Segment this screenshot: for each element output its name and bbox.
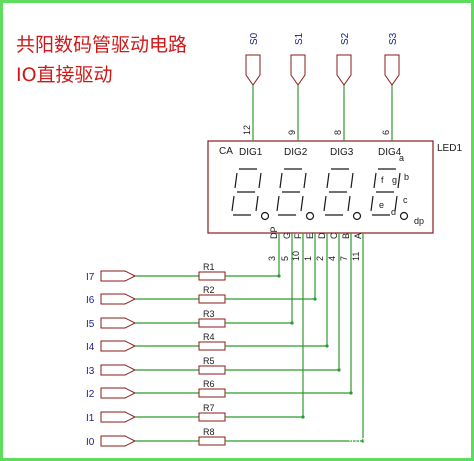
segment-pin-g: G5 [280,232,293,323]
svg-text:B: B [341,233,351,239]
digit-glyph-1 [231,168,270,221]
segment-letter-e: e [379,200,384,210]
common-anode-label: CA [219,146,233,157]
display-body [207,140,434,234]
segment-letter-c: c [403,195,408,205]
digit-glyph-4 [370,168,409,221]
svg-text:E: E [305,233,315,239]
segment-pin-b: B7 [339,233,352,393]
svg-text:I3: I3 [86,366,95,377]
digit-label-4: DIG4 [378,147,402,158]
svg-text:R8: R8 [203,427,215,437]
svg-text:A: A [353,233,363,239]
digit-glyphs [231,168,409,221]
svg-text:8: 8 [333,130,343,135]
svg-text:R2: R2 [203,285,215,295]
svg-text:D: D [317,232,327,239]
segment-pin-f: F 10 [291,233,304,417]
digit-label-1: DIG1 [239,147,263,158]
segment-pin-a: A 11 [351,233,364,441]
segment-letter-d: d [391,207,396,217]
svg-text:S3: S3 [388,32,399,45]
svg-text:S1: S1 [294,32,305,45]
digit-glyph-3 [323,168,362,221]
svg-text:R1: R1 [203,262,215,272]
svg-text:2: 2 [315,256,325,261]
digit-label-3: DIG3 [330,147,354,158]
input-row-i5: I5 R3 [86,309,294,330]
svg-text:I2: I2 [86,389,95,400]
svg-text:10: 10 [291,251,301,261]
segment-pin-d: D2 [315,232,328,346]
title-line-2: IO直接驱动 [16,64,113,86]
segment-letter-b: b [404,172,409,182]
svg-text:11: 11 [351,252,361,261]
svg-text:I1: I1 [86,413,95,424]
svg-text:6: 6 [381,130,391,135]
svg-text:4: 4 [327,256,337,261]
segment-letter-dp: dp [414,216,424,226]
segment-pin-dp: DP 3 [267,226,280,276]
svg-text:3: 3 [267,256,277,261]
digit-port-s1: S1 9 [287,32,306,141]
watermark-text: 知乎 @落单的小蜂 [349,435,449,450]
svg-text:I5: I5 [86,319,95,330]
svg-text:R5: R5 [203,356,215,366]
svg-text:I7: I7 [86,272,95,283]
svg-text:I6: I6 [86,295,95,306]
digit-port-s3: S3 6 [381,32,400,141]
digit-port-s2: S2 8 [333,32,352,141]
digit-ports: S0 12 S1 9 S2 8 S3 6 [242,32,400,141]
input-row-i1: I1 R7 [86,403,305,424]
svg-text:S0: S0 [249,32,260,45]
segment-pin-c: C4 [327,232,340,370]
input-row-i6: I6 R2 [86,285,317,306]
component-ref-label: LED1 [437,143,462,154]
svg-text:R3: R3 [203,309,215,319]
input-row-i7: I7 R1 [86,262,281,283]
svg-text:DP: DP [269,226,279,239]
svg-text:9: 9 [287,130,297,135]
svg-text:R7: R7 [203,403,215,413]
svg-text:1: 1 [303,256,313,261]
segment-letter-a: a [399,153,404,163]
input-row-i2: I2 R6 [86,379,353,400]
input-row-i0: I0 R8 [86,427,365,448]
svg-text:7: 7 [339,256,349,261]
digit-glyph-2 [276,168,315,221]
svg-text:I0: I0 [86,437,95,448]
input-row-i3: I3 R5 [86,356,341,377]
input-row-i4: I4 R4 [86,332,329,353]
digit-label-2: DIG2 [284,147,308,158]
digit-port-s0: S0 12 [242,32,261,141]
svg-text:S2: S2 [340,32,351,45]
segment-letter-g: g [392,175,397,185]
digit-labels: DIG1 DIG2 DIG3 DIG4 [239,147,402,158]
segment-pin-e: E1 [303,233,316,299]
svg-text:5: 5 [280,256,290,261]
svg-text:12: 12 [242,125,252,135]
svg-text:G: G [282,232,292,239]
svg-text:C: C [329,232,339,239]
svg-text:R6: R6 [203,379,215,389]
title-line-1: 共阳数码管驱动电路 [16,34,187,56]
segment-letter-f: f [381,175,384,185]
svg-text:I4: I4 [86,342,95,353]
svg-text:F: F [293,233,303,239]
svg-text:R4: R4 [203,332,215,342]
